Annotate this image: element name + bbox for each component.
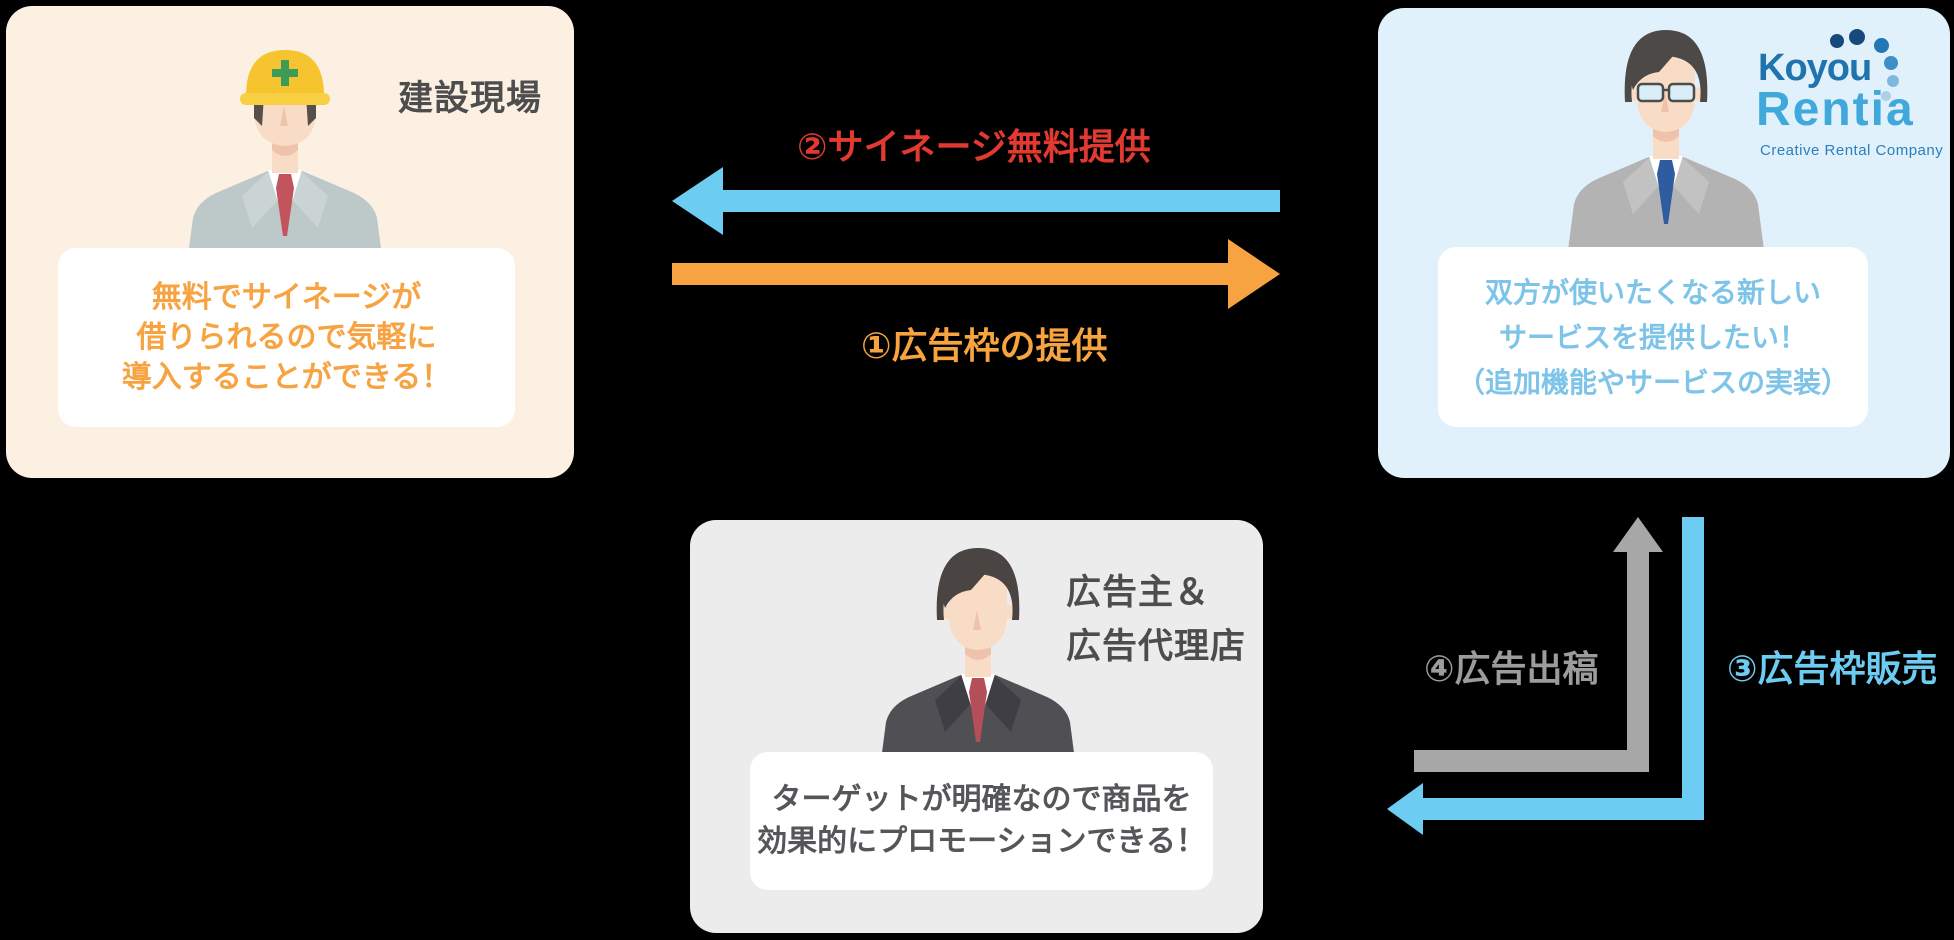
rentia-goal-bubble: 双方が使いたくなる新しい サービスを提供したい！ （追加機能やサービスの実装） <box>1438 247 1868 427</box>
ad-submission-arrow-vertical <box>1627 551 1649 772</box>
rentia-staff-illustration <box>1561 28 1771 263</box>
ad-sales-arrow-label: ③広告枠販売 <box>1727 648 1938 689</box>
advertiser-title: 広告主＆ 広告代理店 <box>1066 566 1246 674</box>
ad-submission-arrow-label: ④広告出稿 <box>1424 648 1599 689</box>
bubble-line: 導入することができる！ <box>121 360 452 394</box>
ad-submission-arrowhead-icon <box>1613 517 1663 552</box>
ad-space-arrow-shaft <box>672 263 1228 285</box>
businessman-glasses-icon <box>1567 30 1765 258</box>
advertiser-benefit-bubble: ターゲットが明確なので商品を 効果的にプロモーションできる！ <box>750 752 1213 890</box>
construction-site-card: 建設現場 無料でサイネージが 借りられるので気軽に 導入することができる！ <box>6 6 574 478</box>
bubble-line: 双方が使いたくなる新しい <box>1484 276 1821 308</box>
bubble-line: 無料でサイネージが <box>151 280 422 314</box>
bubble-line: 効果的にプロモーションできる！ <box>757 825 1206 858</box>
free-signage-arrow-label: ②サイネージ無料提供 <box>797 126 1151 167</box>
businessman-icon <box>879 548 1077 776</box>
free-signage-arrow-shaft <box>723 190 1280 212</box>
free-signage-arrowhead-icon <box>672 167 723 235</box>
bubble-line: 借りられるので気軽に <box>136 320 437 354</box>
bubble-line: サービスを提供したい！ <box>1498 321 1807 353</box>
construction-benefit-bubble: 無料でサイネージが 借りられるので気軽に 導入することができる！ <box>58 248 515 427</box>
koyou-rentia-logo-tagline: Creative Rental Company <box>1760 142 1944 159</box>
logo-dot-icon <box>1830 34 1844 48</box>
ad-sales-arrow-vertical <box>1682 517 1704 820</box>
bubble-line: （追加機能やサービスの実装） <box>1456 366 1849 398</box>
ad-sales-arrow-horizontal <box>1423 798 1704 820</box>
construction-worker-icon <box>186 50 384 271</box>
logo-dot-icon <box>1874 38 1889 53</box>
advertiser-title-line2: 広告代理店 <box>1066 627 1247 666</box>
ad-submission-arrow-horizontal <box>1414 750 1649 772</box>
construction-site-title: 建設現場 <box>398 79 543 118</box>
ad-space-arrowhead-icon <box>1228 239 1280 309</box>
bubble-line: ターゲットが明確なので商品を <box>771 783 1192 816</box>
logo-dot-icon <box>1849 29 1865 45</box>
advertiser-title-line1: 広告主＆ <box>1066 573 1211 612</box>
logo-dot-icon <box>1881 91 1891 101</box>
koyou-rentia-logo-line1: Koyou <box>1758 47 1872 89</box>
advertiser-illustration <box>873 548 1083 781</box>
advertiser-card: 広告主＆ 広告代理店 ターゲットが明確なので商品を 効果的にプロモーションできる… <box>690 520 1263 933</box>
logo-dot-icon <box>1887 75 1899 87</box>
logo-dot-icon <box>1884 56 1898 70</box>
koyou-rentia-logo-line2: Rentia <box>1756 83 1915 136</box>
ad-sales-arrowhead-icon <box>1387 783 1423 835</box>
ad-space-arrow-label: ①広告枠の提供 <box>861 325 1108 366</box>
construction-worker-illustration <box>180 46 390 276</box>
koyou-rentia-card: Koyou Rentia Creative Rental Company 双方が… <box>1378 8 1950 478</box>
